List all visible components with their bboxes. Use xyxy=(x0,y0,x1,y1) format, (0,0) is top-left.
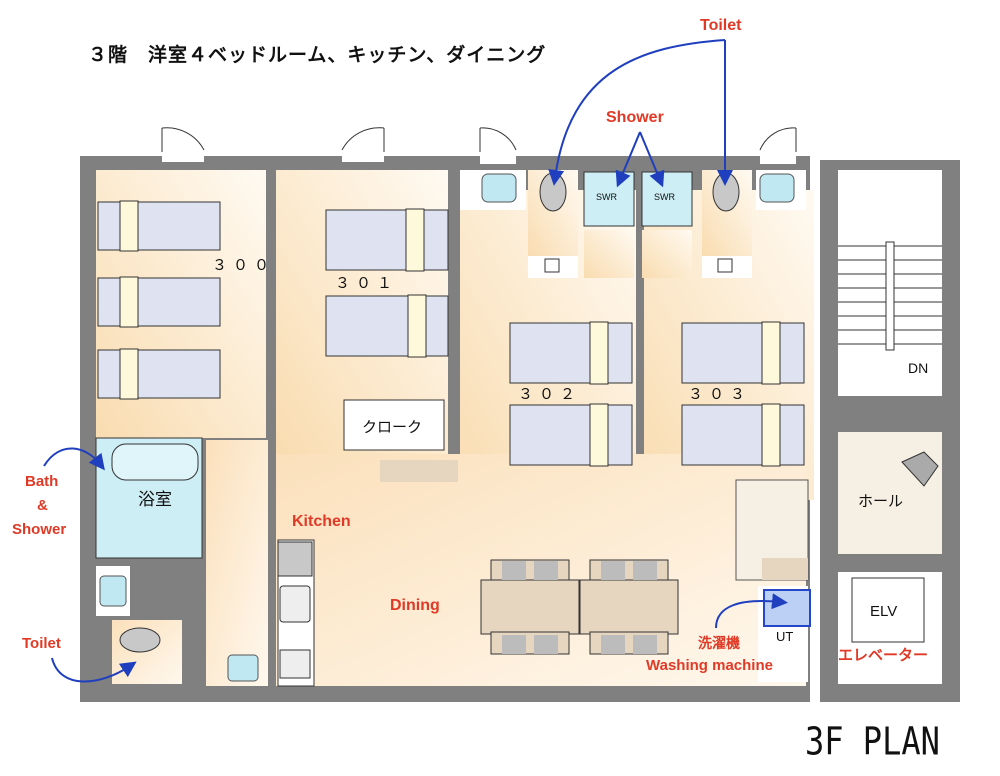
bath-room-label: 浴室 xyxy=(138,490,172,510)
shower-swr-label-2: SWR xyxy=(654,192,675,202)
shower-swr-label-1: SWR xyxy=(596,192,617,202)
beds-301 xyxy=(325,208,449,358)
beds-300 xyxy=(97,200,221,400)
plan-label: 3F PLAN xyxy=(805,718,940,764)
elv-label: ELV xyxy=(870,603,898,620)
ampersand-label: & xyxy=(37,497,48,514)
hall-label: ホール xyxy=(858,492,904,510)
washing-machine-en-label: Washing machine xyxy=(646,657,773,674)
room-300-label: ３００ xyxy=(212,256,276,274)
toilet-left-annotation: Toilet xyxy=(22,635,61,652)
shower-annotation: Shower xyxy=(606,109,664,126)
bath-label: Bath xyxy=(25,473,59,490)
kitchen-label: Kitchen xyxy=(292,513,351,530)
toilet-top-annotation: Toilet xyxy=(700,17,742,34)
shower-label: Shower xyxy=(12,521,67,538)
beds-302 xyxy=(509,321,633,467)
washing-machine-jp-label: 洗濯機 xyxy=(698,635,740,651)
dining-tables xyxy=(480,559,679,655)
washing-machine xyxy=(763,589,811,627)
corridor-floor xyxy=(206,440,268,686)
ut-label: UT xyxy=(776,629,794,644)
cloak-label: クローク xyxy=(362,418,423,436)
room-301-label: ３０１ xyxy=(335,274,399,292)
dining-label: Dining xyxy=(390,597,440,614)
room-302-label: ３０２ xyxy=(518,385,582,403)
beds-303 xyxy=(681,321,805,467)
room-303-label: ３０３ xyxy=(688,385,752,403)
elevator-jp-label: エレベーター xyxy=(838,647,929,664)
stairs-down-label: DN xyxy=(908,360,929,376)
page-title: ３階 洋室４ベッドルーム、キッチン、ダイニング xyxy=(88,44,547,66)
